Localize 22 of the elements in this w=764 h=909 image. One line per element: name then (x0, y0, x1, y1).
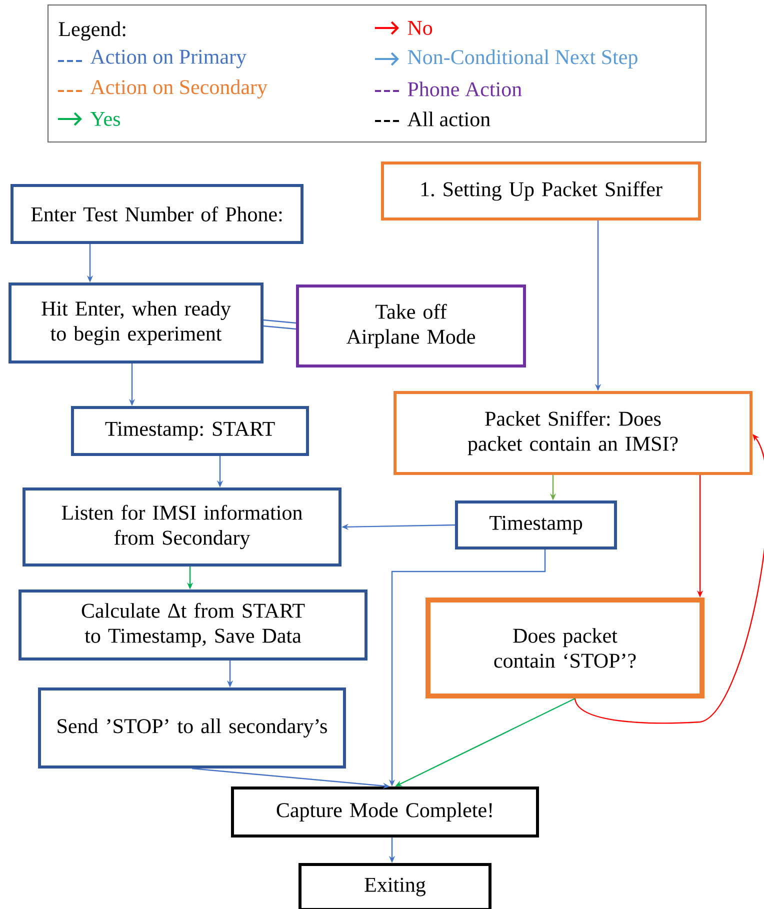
legend-label: Phone Action (408, 82, 522, 96)
process-box: Timestamp: START (71, 406, 309, 456)
legend-label: Action on Primary (90, 50, 246, 68)
process-box: Exiting (298, 863, 492, 909)
process-box: Enter Test Number of Phone: (10, 184, 304, 244)
process-box: Timestamp (455, 500, 617, 550)
legend-label: Action on Secondary (90, 79, 268, 99)
process-box: Hit Enter, when ready to begin experiment (8, 282, 264, 364)
process-box: Send ’STOP’ to all secondary’s (38, 688, 346, 768)
process-box: Capture Mode Complete! (231, 786, 539, 838)
legend-label: Non-Conditional Next Step (408, 49, 638, 69)
process-box: Calculate Δt from START to Timestamp, Save Data (18, 590, 368, 660)
process-box: Listen for IMSI information from Secondary (22, 488, 342, 566)
decision-box: Does packet contain ‘STOP’? (426, 598, 704, 698)
process-box: 1. Setting Up Packet Sniffer (381, 162, 701, 220)
legend-label: No (408, 21, 432, 35)
legend-heading: Legend: (58, 21, 126, 41)
arrow (262, 319, 297, 330)
decision-box: Packet Sniffer: Does packet contain an IMSI? (394, 391, 752, 475)
legend-label: All action (407, 112, 490, 126)
legend-label: Yes (90, 112, 120, 126)
process-box: Take off Airplane Mode (296, 284, 526, 368)
